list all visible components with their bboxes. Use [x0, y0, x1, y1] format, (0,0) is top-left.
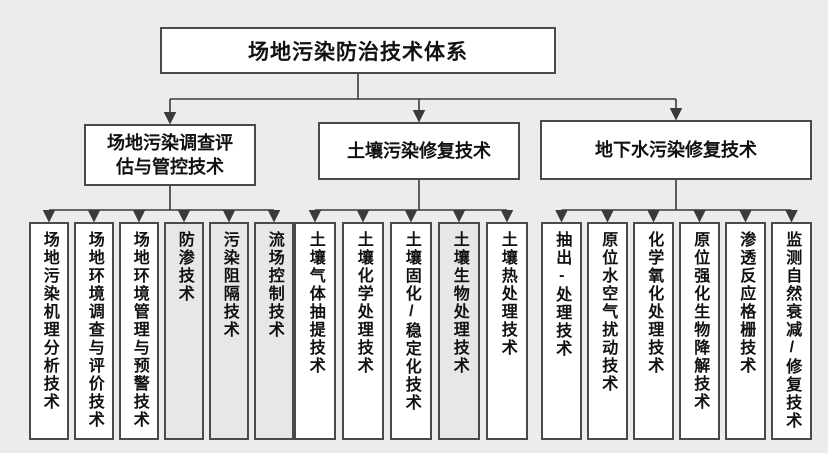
- leaf-node: 土壤气体抽提技术: [294, 222, 336, 440]
- group-soil-connector: [308, 180, 514, 223]
- group-node-groundwater: 地下水污染修复技术: [540, 120, 812, 180]
- leaf-node-label: 原位水空气扰动技术: [599, 231, 617, 393]
- leaf-node: 土壤固化/稳定化技术: [390, 222, 432, 440]
- leaf-node-label: 流场控制技术: [265, 231, 283, 339]
- group-node-soil-label: 土壤污染修复技术: [347, 140, 491, 161]
- leaf-node: 场地环境调查与评价技术: [74, 222, 114, 440]
- root-node: 场地污染防治技术体系: [160, 27, 556, 74]
- leaf-node: 渗透反应格栅技术: [725, 222, 766, 440]
- group-survey-connector: [42, 186, 281, 223]
- leaf-node-label: 防渗技术: [175, 231, 193, 303]
- leaf-node: 流场控制技术: [254, 222, 294, 440]
- leaf-node-label: 土壤生物处理技术: [450, 231, 468, 375]
- leaf-node-label: 化学氧化处理技术: [645, 231, 663, 375]
- leaf-node: 土壤化学处理技术: [342, 222, 384, 440]
- leaf-node-label: 污染阻隔技术: [220, 231, 238, 339]
- leaf-node: 场地污染机理分析技术: [29, 222, 69, 440]
- leaf-node-label: 土壤固化/稳定化技术: [402, 231, 420, 412]
- leaf-node-label: 抽出-处理技术: [553, 231, 571, 358]
- leaf-node-label: 监测自然衰减/修复技术: [783, 231, 801, 430]
- leaf-node: 化学氧化处理技术: [633, 222, 674, 440]
- leaf-node-label: 土壤气体抽提技术: [306, 231, 324, 375]
- leaf-node-label: 场地环境调查与评价技术: [85, 231, 103, 429]
- group-node-soil: 土壤污染修复技术: [318, 122, 520, 180]
- group-node-survey-label: 场地污染调查评估与管控技术: [107, 132, 233, 177]
- root-connector: [163, 74, 683, 125]
- leaf-node-label: 场地污染机理分析技术: [40, 231, 58, 411]
- leaf-node: 污染阻隔技术: [209, 222, 249, 440]
- group-groundwater-connector: [555, 180, 798, 223]
- leaf-node: 原位强化生物降解技术: [679, 222, 720, 440]
- leaf-node-label: 土壤化学处理技术: [354, 231, 372, 375]
- group-node-groundwater-label: 地下水污染修复技术: [595, 139, 757, 160]
- leaf-node: 监测自然衰减/修复技术: [771, 222, 812, 440]
- leaf-node: 防渗技术: [164, 222, 204, 440]
- leaf-node-label: 土壤热处理技术: [498, 231, 516, 357]
- leaf-node-label: 原位强化生物降解技术: [691, 231, 709, 411]
- leaf-node: 原位水空气扰动技术: [587, 222, 628, 440]
- leaf-node: 土壤热处理技术: [486, 222, 528, 440]
- leaf-node-label: 渗透反应格栅技术: [737, 231, 755, 375]
- leaf-node: 抽出-处理技术: [541, 222, 582, 440]
- group-node-survey: 场地污染调查评估与管控技术: [84, 124, 256, 186]
- root-node-label: 场地污染防治技术体系: [248, 40, 468, 64]
- leaf-node: 场地环境管理与预警技术: [119, 222, 159, 440]
- leaf-node-label: 场地环境管理与预警技术: [130, 231, 148, 429]
- leaf-node: 土壤生物处理技术: [438, 222, 480, 440]
